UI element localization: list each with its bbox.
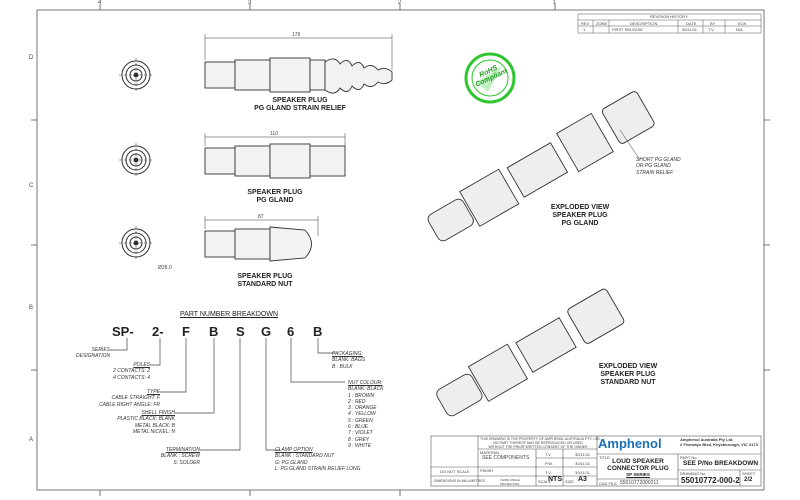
pn-termination: S <box>236 324 245 339</box>
drawn-date: 30/11/11 <box>575 452 590 457</box>
date-cell: 30/11/11 <box>682 27 697 32</box>
ecn-header: ECN <box>738 21 747 26</box>
drawing-label: DRAWING No. <box>680 471 707 476</box>
side-views <box>204 34 393 262</box>
checked-by: P.W. <box>545 461 553 466</box>
company-address: Amphenol Australia Pty Ltd,2 Fiveways Bl… <box>680 437 758 447</box>
zone-label: 1 <box>553 0 557 6</box>
zone-label: C <box>29 183 34 189</box>
pn-shell: B <box>209 324 219 339</box>
zone-label: B <box>29 305 34 311</box>
approved-by: T.V. <box>545 470 552 475</box>
revision-table <box>577 13 762 34</box>
diameter-label: Ø28.0 <box>158 265 172 271</box>
projection-note: THIRD ANGLE PROJECTION <box>500 478 521 486</box>
zone-label: 4 <box>98 0 102 6</box>
drawing-number: 55010772-000-2 <box>681 476 740 485</box>
checked-date: 30/11/11 <box>575 461 590 466</box>
size-label: SIZE <box>565 479 574 484</box>
dimension-87: 87 <box>258 214 264 220</box>
sheet-number: 2/2 <box>744 477 753 483</box>
approved-date: 30/11/11 <box>575 470 590 475</box>
front-views <box>119 58 153 260</box>
title-label: TITLE <box>599 455 610 460</box>
drawn-by: T.V. <box>545 452 552 457</box>
ecn-cell: N/A <box>736 27 743 32</box>
leader-lines <box>110 338 345 451</box>
sheet-border <box>36 9 765 491</box>
zone-header: ZONE <box>596 21 608 26</box>
do-not-scale: DO NOT SCALE <box>440 469 470 474</box>
material-label: MATERIAL <box>480 450 500 455</box>
size-value: A3 <box>578 476 587 483</box>
cad-label: CAD FILE <box>599 481 618 486</box>
zone-label: D <box>29 55 34 61</box>
revision-title: REVISION HISTORY <box>650 14 688 19</box>
material-value: SEE COMPONENTS <box>482 455 530 461</box>
scale-label: SCALE <box>538 479 552 484</box>
rohs-badge <box>464 52 516 104</box>
date-header: DATE <box>686 21 697 26</box>
pn-nut-colour: 6 <box>287 324 295 339</box>
rev-cell: 1 <box>583 27 586 32</box>
pn-type: F <box>182 324 190 339</box>
part-label: PART No. <box>680 455 698 460</box>
by-header: BY <box>710 21 716 26</box>
description-header: DESCRIPTION <box>630 21 658 26</box>
dimension-110: 110 <box>270 131 278 137</box>
dimensions-note: DIMENSIONS IN MILLIMETRES <box>434 479 485 483</box>
sheet-label: SHEET <box>742 471 756 476</box>
description-cell: FIRST RELEASE <box>612 27 644 32</box>
pn-packaging: B <box>313 324 323 339</box>
part-number-value: SEE P/No BREAKDOWN <box>683 460 759 467</box>
amphenol-logo: Amphenol <box>598 436 662 451</box>
pn-poles: 2- <box>152 324 164 339</box>
ownership-notice: THIS DRAWING IS THE PROPERTY OF AMPHENOL… <box>480 437 601 449</box>
zone-label: 2 <box>398 0 402 6</box>
part-number-title: PART NUMBER BREAKDOWN <box>180 311 279 318</box>
dimension-179: 179 <box>292 32 301 38</box>
title-block-grid <box>430 435 762 487</box>
pn-clamp: G <box>261 324 272 339</box>
exploded-views <box>427 91 655 417</box>
scale-value: NTS <box>548 476 562 483</box>
zone-label: A <box>29 437 34 443</box>
by-cell: T.V. <box>708 27 715 32</box>
finish-label: FINISH <box>480 468 494 473</box>
pn-series: SP- <box>112 324 134 339</box>
rev-header: REV <box>581 21 590 26</box>
zone-label: 3 <box>248 0 252 6</box>
cad-file: 55010772000211 <box>620 480 659 486</box>
